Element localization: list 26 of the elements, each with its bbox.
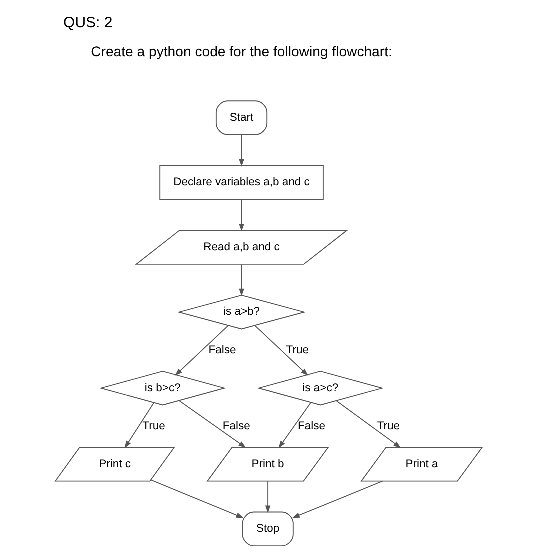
arrow [178, 400, 246, 448]
arrow [239, 264, 244, 296]
node-box: Stop [242, 512, 294, 547]
arrow [265, 481, 271, 514]
diagram-title: QUS: 2 [64, 14, 113, 32]
node-diamond: is a>c? [257, 370, 384, 406]
arrow [278, 402, 312, 449]
arrow [292, 480, 384, 518]
edge-label: True [377, 420, 400, 432]
label: Create a python code for the following flowchart: [91, 44, 392, 60]
node-box: Declare variables a,b and c [160, 165, 324, 200]
arrow [239, 134, 244, 167]
arrow [150, 480, 244, 518]
arrow [239, 199, 244, 232]
arrow [336, 400, 402, 448]
arrow [175, 325, 229, 376]
edge-label: False [298, 420, 326, 432]
arrow [254, 325, 308, 376]
edge-label: False [222, 420, 250, 432]
node-diamond: is a>b? [177, 294, 306, 330]
edge-label: True [142, 420, 166, 432]
node-box: Start [216, 100, 268, 136]
edge-label: True [286, 344, 309, 356]
node-diamond: is b>c? [99, 370, 226, 406]
edge-label: False [208, 344, 236, 356]
arrow [124, 402, 155, 449]
